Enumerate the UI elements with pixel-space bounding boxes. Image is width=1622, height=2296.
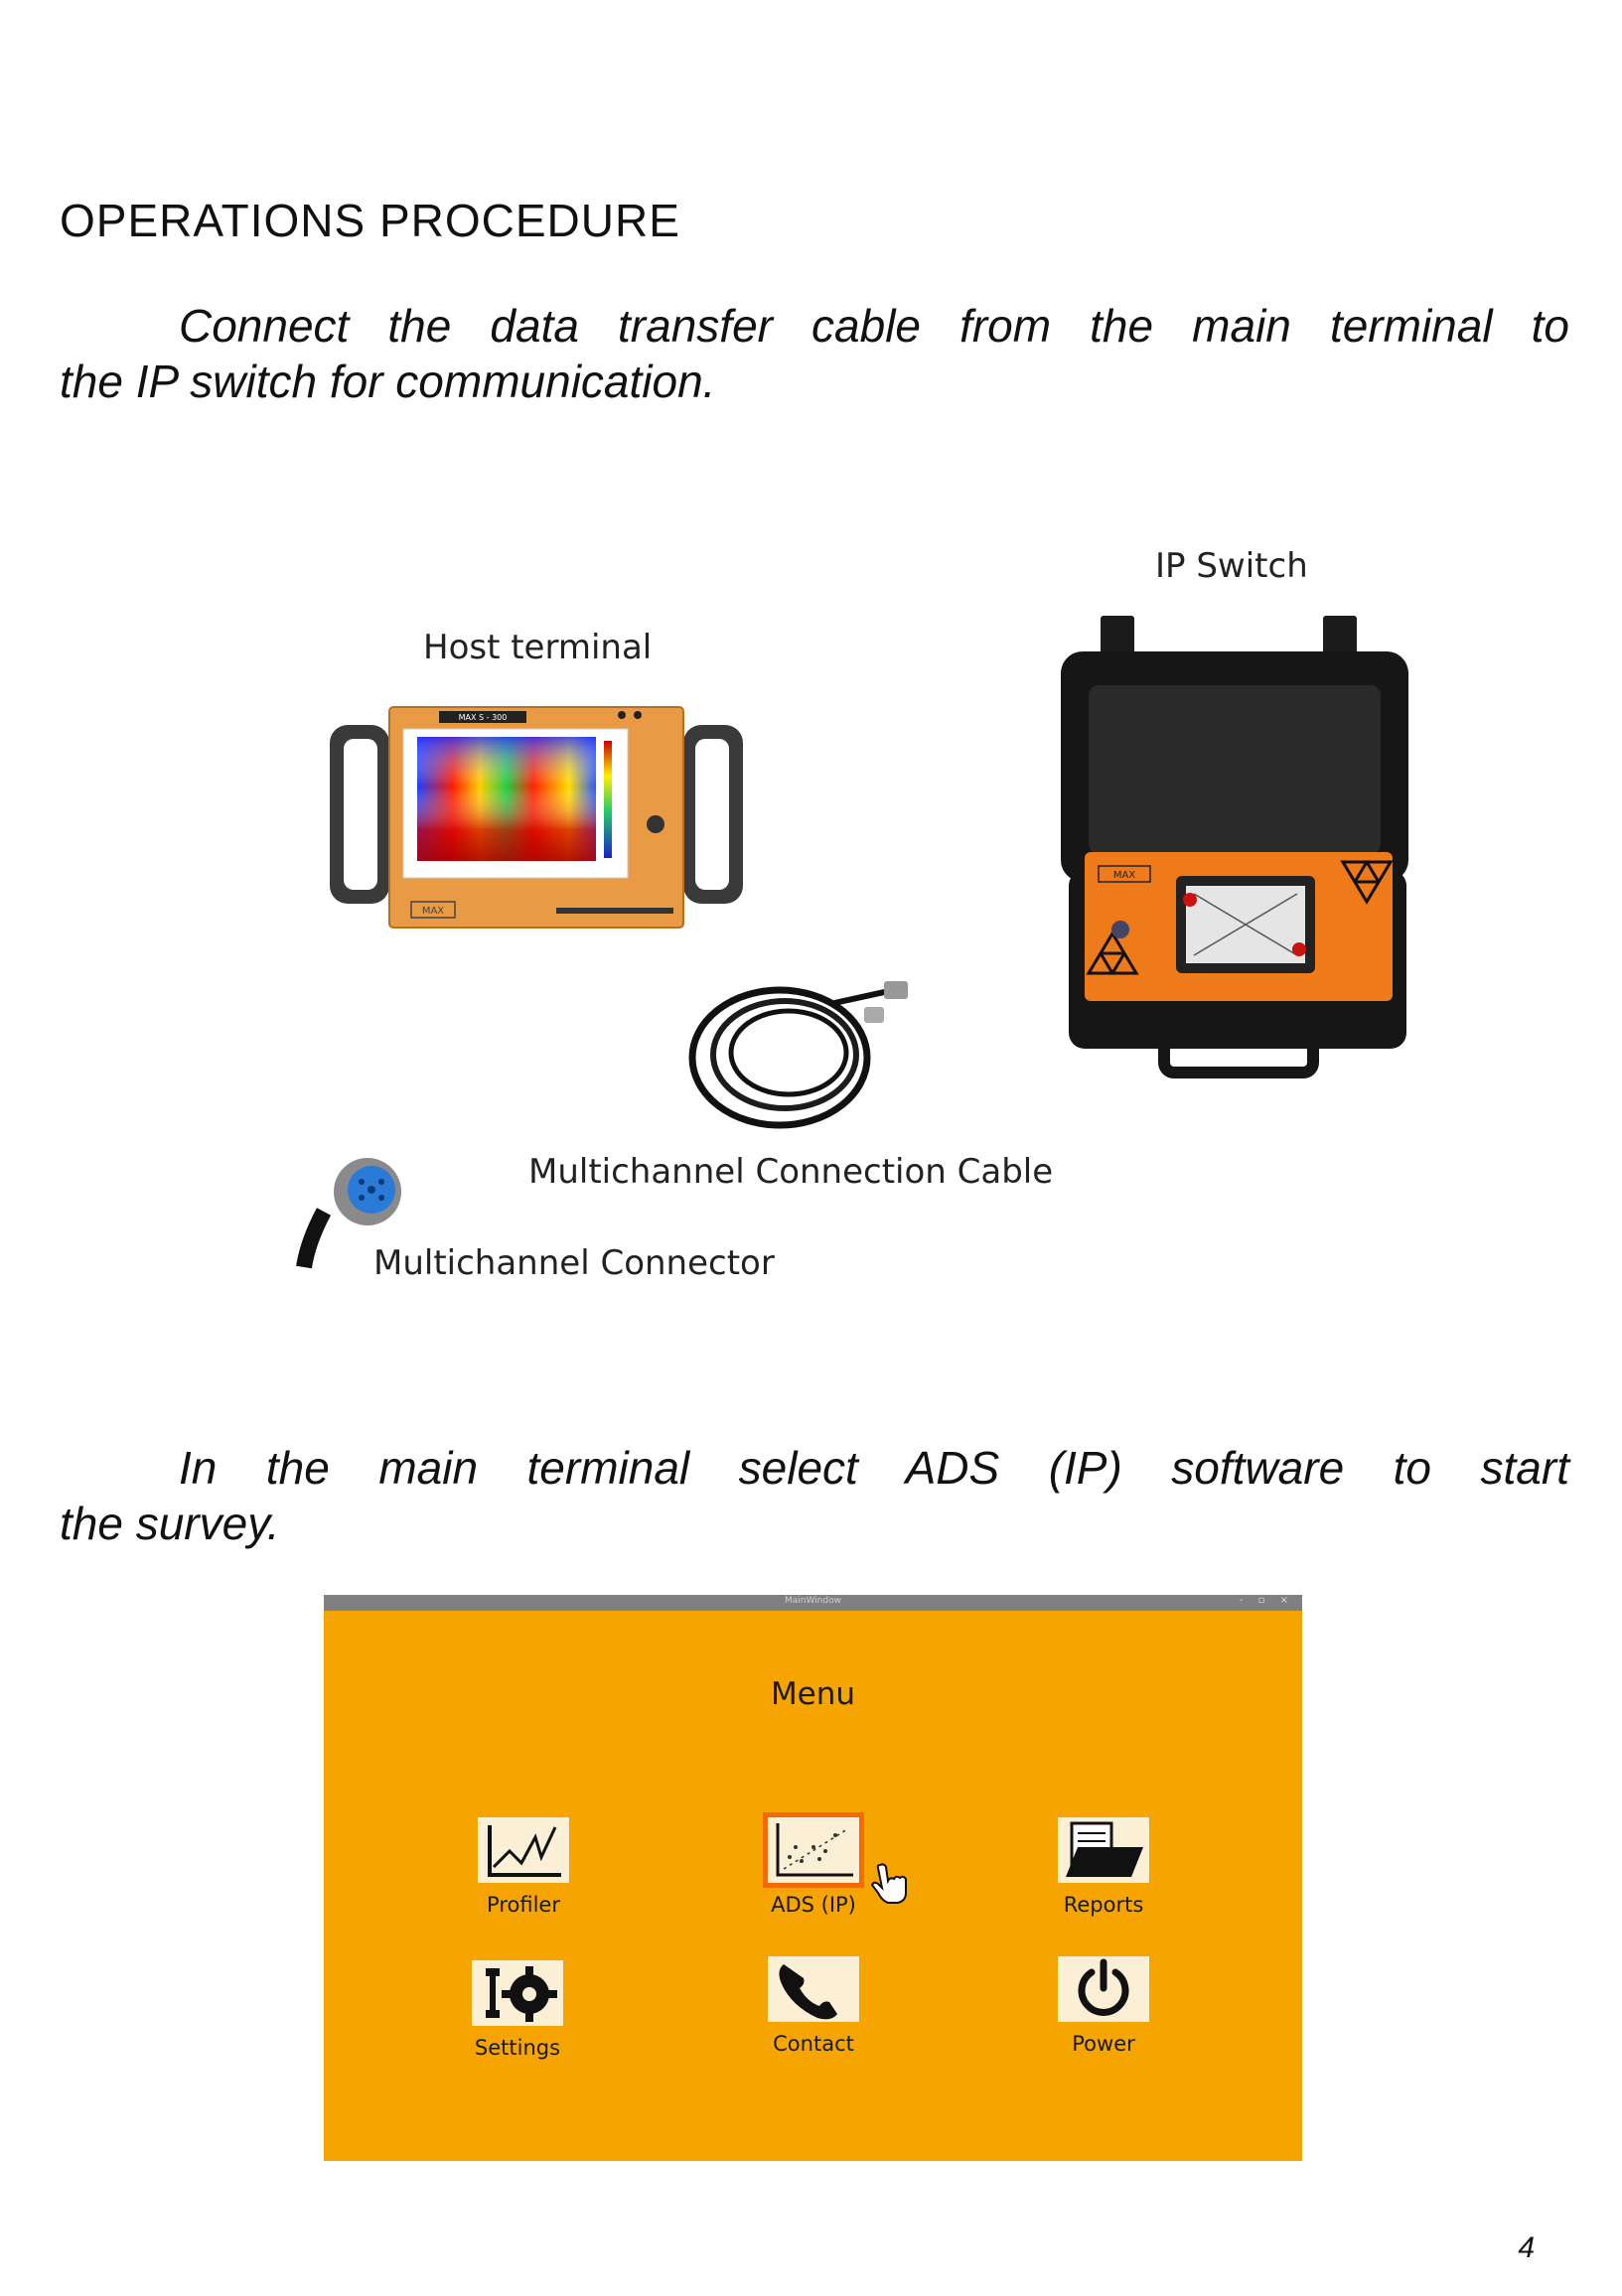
folder-documents-icon bbox=[1058, 1817, 1149, 1883]
ip-switch-image: MAX bbox=[1061, 616, 1408, 1078]
caption-host-terminal: Host terminal bbox=[423, 628, 653, 667]
brand-logo: MAX bbox=[1113, 870, 1135, 881]
gear-wrench-icon bbox=[472, 1960, 563, 2026]
menu-item-label: Power bbox=[1072, 2032, 1135, 2056]
menu-item-profiler[interactable]: Profiler bbox=[439, 1817, 608, 1917]
window-title-bar: MainWindow - ▫ × bbox=[324, 1595, 1302, 1611]
menu-title: Menu bbox=[770, 1676, 856, 1712]
menu-item-reports[interactable]: Reports bbox=[1019, 1817, 1188, 1917]
paragraph-connect-cable: Connect the data transfer cable from the… bbox=[60, 298, 1569, 409]
caption-connector: Multichannel Connector bbox=[373, 1243, 775, 1283]
hand-pointer-icon bbox=[870, 1863, 907, 1904]
paragraph-line: In the main terminal select ADS (IP) sof… bbox=[179, 1442, 1569, 1494]
brand-logo: MAX bbox=[422, 906, 444, 917]
menu-item-settings[interactable]: Settings bbox=[433, 1960, 602, 2060]
window-controls[interactable]: - ▫ × bbox=[1239, 1595, 1294, 1606]
page-number: 4 bbox=[1518, 2231, 1535, 2264]
menu-item-power[interactable]: Power bbox=[1019, 1956, 1188, 2056]
menu-item-label: ADS (IP) bbox=[771, 1893, 856, 1917]
menu-item-contact[interactable]: Contact bbox=[729, 1956, 898, 2056]
cable-image bbox=[688, 981, 908, 1129]
paragraph-line: Connect the data transfer cable from the… bbox=[179, 300, 1569, 352]
window-title: MainWindow bbox=[785, 1596, 841, 1606]
menu-item-ads-ip[interactable]: ADS (IP) bbox=[729, 1812, 907, 1917]
menu-item-label: Contact bbox=[773, 2032, 854, 2056]
menu-item-label: Reports bbox=[1063, 1893, 1144, 1917]
scatter-plot-icon bbox=[763, 1812, 864, 1888]
paragraph-line: the survey. bbox=[60, 1498, 280, 1549]
power-icon bbox=[1058, 1956, 1149, 2022]
menu-item-label: Settings bbox=[474, 2036, 561, 2060]
paragraph-select-software: In the main terminal select ADS (IP) sof… bbox=[60, 1440, 1569, 1551]
caption-ip-switch: IP Switch bbox=[1155, 546, 1308, 586]
line-chart-icon bbox=[478, 1817, 569, 1883]
phone-icon bbox=[768, 1956, 859, 2022]
connector-image bbox=[296, 1158, 401, 1269]
menu-screenshot: MainWindow - ▫ × Menu Profiler ADS (IP) bbox=[324, 1595, 1302, 2161]
paragraph-line: the IP switch for communication. bbox=[60, 356, 716, 407]
host-terminal-image: MAX S - 300 MAX bbox=[330, 706, 743, 929]
caption-cable: Multichannel Connection Cable bbox=[528, 1152, 1054, 1192]
menu-item-label: Profiler bbox=[487, 1893, 560, 1917]
page-heading: OPERATIONS PROCEDURE bbox=[60, 195, 680, 246]
host-model-label: MAX S - 300 bbox=[459, 713, 508, 722]
